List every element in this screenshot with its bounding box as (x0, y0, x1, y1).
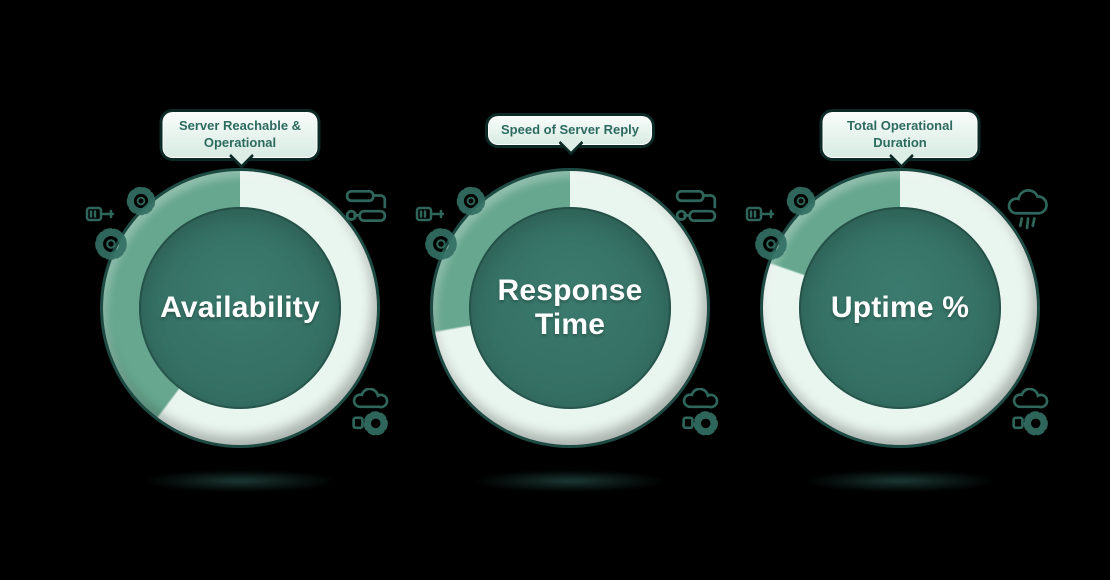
cloud-gear-icon (347, 388, 389, 434)
metric-card-response-time: Speed of Server Reply Response Time (415, 100, 725, 520)
circle-face: Availability (139, 207, 341, 409)
tooltip-text: Speed of Server Reply (501, 122, 639, 137)
metric-label: Uptime % (830, 291, 970, 325)
wrench-icon (415, 203, 445, 222)
gear-icon (453, 183, 489, 219)
metric-card-availability: Server Reachable & Operational Availabil… (85, 100, 395, 520)
rain-cloud-icon (1003, 184, 1049, 230)
tooltip-callout: Server Reachable & Operational (162, 112, 318, 169)
gear-icon (91, 224, 131, 264)
wrench-icon (745, 203, 775, 222)
floor-shadow (475, 470, 665, 492)
progress-ring: Response Time (433, 171, 707, 445)
gear-icon (123, 183, 159, 219)
tooltip-text: Server Reachable & Operational (178, 118, 302, 150)
progress-ring: Uptime % (763, 171, 1037, 445)
circle-face: Response Time (469, 207, 671, 409)
floor-shadow (145, 470, 335, 492)
progress-ring: Availability (103, 171, 377, 445)
gear-icon (783, 183, 819, 219)
tooltip-callout: Speed of Server Reply (488, 116, 652, 156)
cloud-gear-icon (677, 388, 719, 434)
metric-label: Response Time (497, 274, 643, 341)
tooltip-callout: Total Operational Duration (822, 112, 978, 169)
gear-icon (421, 224, 461, 264)
floor-shadow (805, 470, 995, 492)
gear-icon (751, 224, 791, 264)
wrench-icon (85, 203, 115, 222)
pipeline-icon (343, 184, 389, 230)
metric-label: Availability (160, 291, 320, 325)
cloud-gear-icon (1007, 388, 1049, 434)
circle-face: Uptime % (799, 207, 1001, 409)
metric-card-uptime: Total Operational Duration Uptime % (745, 100, 1055, 520)
pipeline-icon (673, 184, 719, 230)
tooltip-text: Total Operational Duration (847, 118, 953, 150)
